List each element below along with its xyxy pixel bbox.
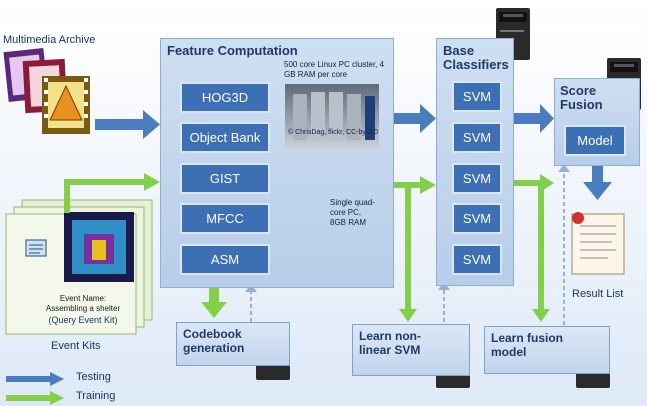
result-list-scroll-icon (571, 212, 625, 275)
svm-box: SVM (452, 81, 502, 112)
document-icon (25, 239, 47, 257)
learn-fusion-model-label: Learn fusion model (491, 331, 564, 359)
query-event-kit-label: (Query Event Kit) (48, 315, 118, 325)
feature-gist: GIST (180, 163, 270, 194)
cluster-photo (285, 84, 379, 150)
photo-credit: © ChrisDag, flickr, CC-by-2.0 (288, 129, 378, 136)
feature-asm: ASM (180, 244, 270, 275)
learn-nonlinear-svm-box: Learn non- linear SVM (352, 324, 470, 376)
legend-training-label: Training (76, 390, 116, 402)
learn-fusion-model-box: Learn fusion model (484, 326, 610, 374)
query-video-film-icon (64, 212, 134, 282)
cluster-note: 500 core Linux PC cluster, 4 GB RAM per … (284, 60, 385, 79)
event-kits-label: Event Kits (51, 340, 101, 352)
multimedia-archive-label: Multimedia Archive (3, 34, 96, 46)
film-strip-icon (3, 48, 90, 134)
feature-hog3d: HOG3D (180, 82, 270, 113)
legend-testing-label: Testing (76, 371, 111, 383)
testing-arrows (6, 104, 612, 386)
fusion-model-box: Model (564, 125, 626, 156)
codebook-generation-label: Codebook generation (183, 327, 245, 355)
learn-nonlinear-svm-label: Learn non- linear SVM (359, 329, 421, 357)
feature-object-bank: Object Bank (180, 122, 270, 153)
svm-box: SVM (452, 163, 502, 194)
feedback-dashed-arrows (250, 172, 565, 325)
svm-box: SVM (452, 244, 502, 275)
svm-box: SVM (452, 122, 502, 153)
svm-box: SVM (452, 203, 502, 234)
feature-mfcc: MFCC (180, 203, 270, 234)
training-arrows (6, 173, 554, 405)
result-list-label: Result List (572, 288, 624, 300)
feature-computation-title: Feature Computation (167, 43, 298, 58)
codebook-generation-box: Codebook generation (176, 322, 290, 366)
event-name-text: Event Name: Assembling a shelter (45, 294, 121, 313)
score-fusion-title: Score Fusion (560, 83, 603, 112)
dashed-arrow-heads (245, 164, 570, 292)
quad-core-note: Single quad-core PC, 8GB RAM (330, 198, 375, 227)
base-classifiers-title: Base Classifiers (443, 43, 509, 72)
